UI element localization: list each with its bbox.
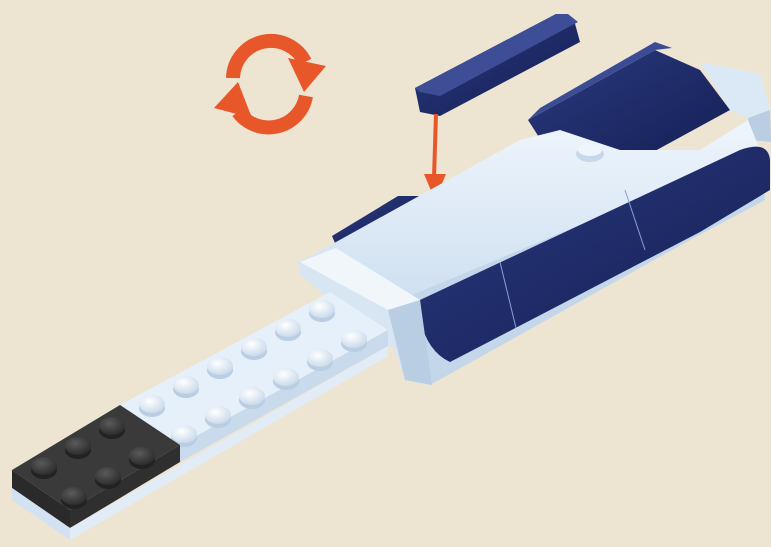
light-stud [207, 357, 233, 375]
rotate-model-icon [214, 41, 326, 127]
dark-stud [95, 467, 121, 485]
light-stud [239, 387, 265, 405]
dark-stud [31, 457, 57, 475]
light-stud [309, 300, 335, 318]
dark-stud [99, 417, 125, 435]
light-stud [205, 406, 231, 424]
light-stud [275, 319, 301, 337]
dark-stud [61, 487, 87, 505]
light-stud [273, 368, 299, 386]
light-stud [307, 349, 333, 367]
light-stud [171, 425, 197, 443]
dark-stud [65, 437, 91, 455]
light-stud [241, 338, 267, 356]
light-stud [173, 376, 199, 394]
light-stud [139, 395, 165, 413]
light-stud [341, 330, 367, 348]
dark-stud [129, 447, 155, 465]
